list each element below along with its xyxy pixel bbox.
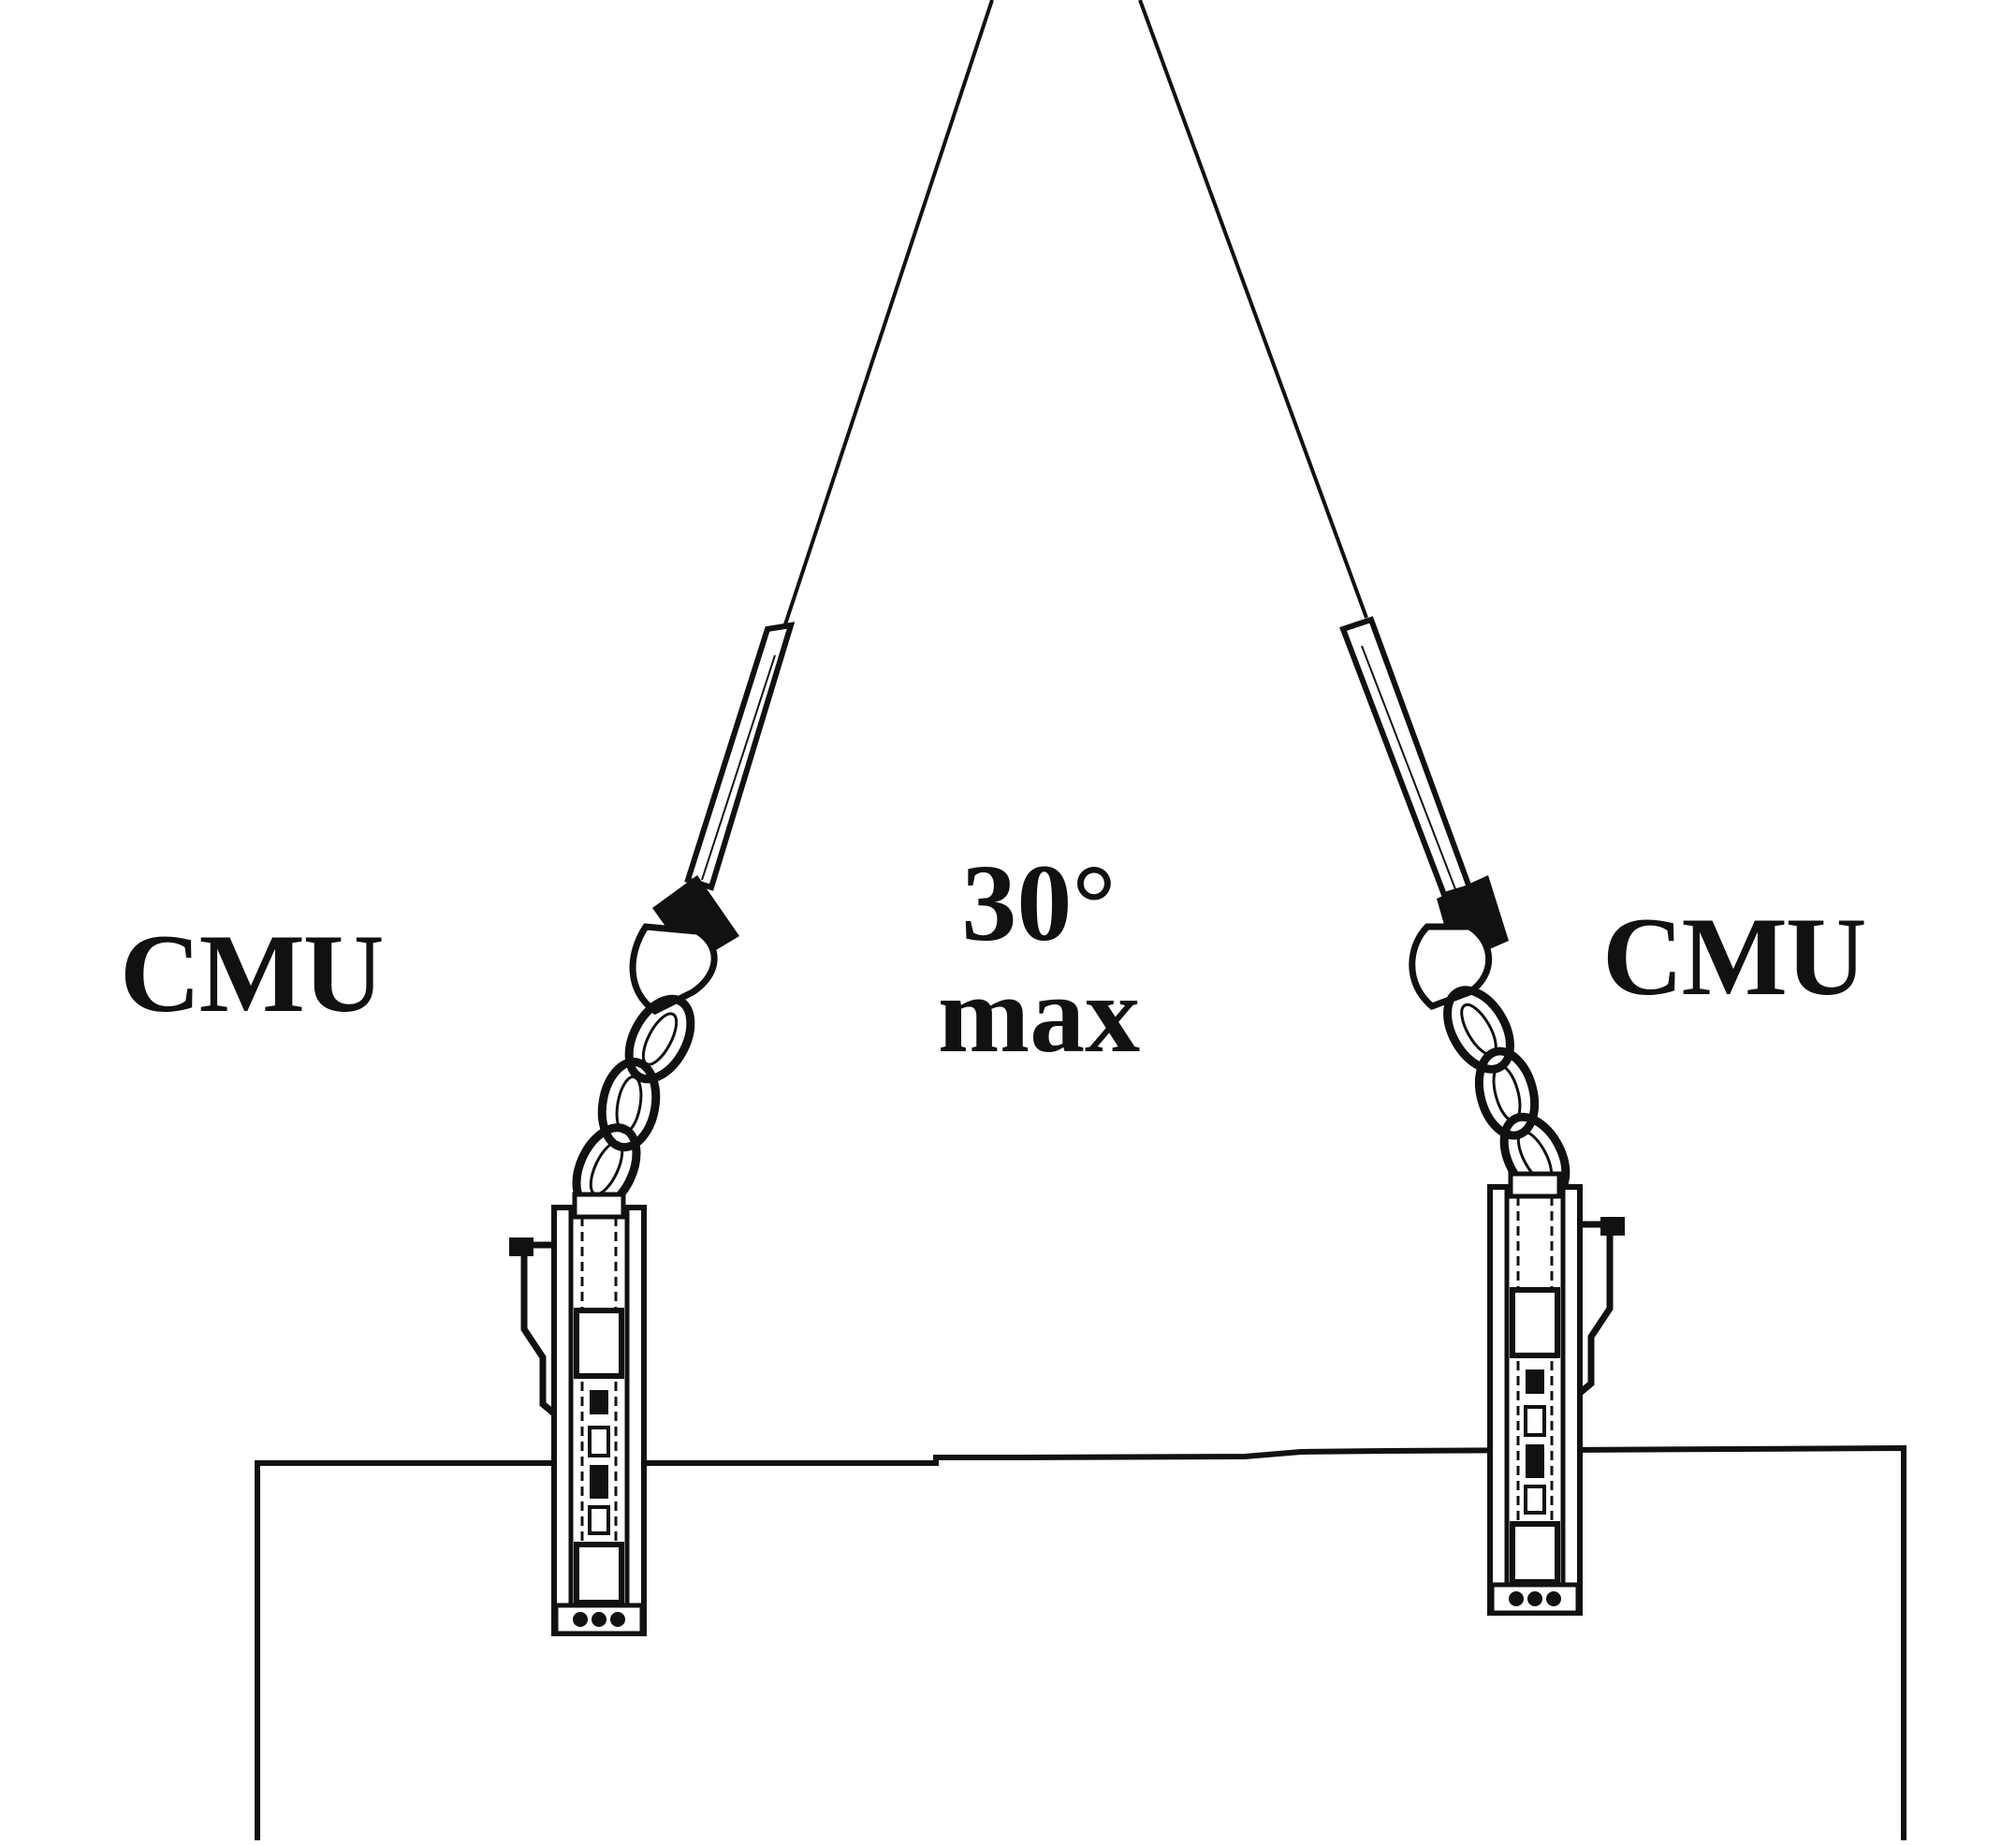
right-cmu-label: CMU	[1602, 894, 1867, 1018]
left-cmu-label: CMU	[120, 911, 385, 1035]
steel-plate	[255, 1444, 1906, 1840]
right-plate-clamp	[1490, 1174, 1625, 1613]
angle-max-label: max	[937, 953, 1141, 1076]
left-plate-clamp	[509, 1194, 644, 1633]
left-hook-ring	[629, 875, 739, 1016]
sling-angle-annotation: 30° max	[898, 842, 1179, 1076]
angle-value-label: 30°	[961, 842, 1117, 964]
sling-left-leg	[684, 0, 994, 891]
sling-right-leg	[1138, 0, 1473, 899]
left-chain	[564, 988, 703, 1218]
